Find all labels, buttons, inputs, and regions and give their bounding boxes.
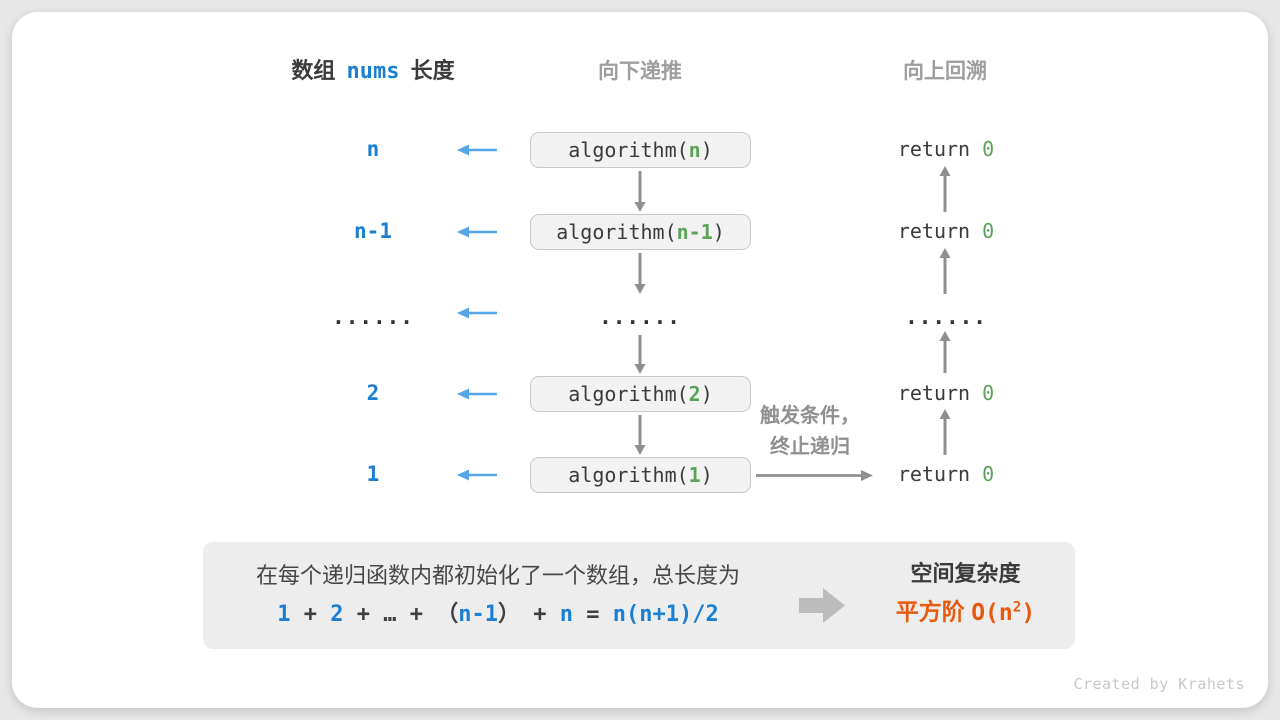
length-label-n-1: n-1 — [354, 219, 392, 243]
complexity-big-o: O(n2) — [971, 600, 1035, 626]
return-keyword: return — [897, 381, 983, 405]
down-arrow-icon — [634, 335, 646, 374]
header-recurse-down: 向下递推 — [598, 60, 682, 83]
return-statement: return 0 — [861, 464, 1031, 484]
return-value: 0 — [982, 219, 995, 243]
return-keyword: return — [897, 219, 983, 243]
complexity-title: 空间复杂度 — [910, 561, 1021, 586]
left-arrow-icon — [457, 144, 497, 156]
up-arrow-icon — [939, 248, 951, 294]
call-box-n-1: algorithm(n-1) — [530, 214, 751, 250]
base-case-arrow-icon — [756, 470, 873, 481]
return-value: 0 — [982, 381, 995, 405]
left-arrow-icon — [457, 469, 497, 481]
array-label-suffix: 长度 — [410, 58, 455, 83]
down-arrow-icon — [634, 253, 646, 294]
big-o-suffix: ) — [1021, 599, 1036, 626]
return-keyword: return — [897, 137, 983, 161]
left-arrow-icon — [457, 307, 497, 319]
array-var-name: nums — [346, 59, 400, 84]
call-box-1: algorithm(1) — [530, 457, 751, 493]
call-box-n: algorithm(n) — [530, 132, 751, 168]
call-ellipsis: ...... — [599, 305, 681, 329]
return-value: 0 — [982, 137, 995, 161]
return-keyword: return — [897, 462, 983, 486]
up-arrow-icon — [939, 166, 951, 212]
down-arrow-icon — [634, 415, 646, 455]
header-backtrack-up: 向上回溯 — [903, 60, 987, 83]
length-label-2: 2 — [366, 381, 380, 405]
call-text: ) — [700, 138, 713, 162]
length-ellipsis: ...... — [332, 305, 414, 329]
call-text: algorithm( — [556, 220, 677, 244]
header-array-length: 数组 nums 长度 — [243, 60, 503, 83]
termination-note-line1: 触发条件， — [760, 405, 860, 427]
call-text: ) — [700, 463, 713, 487]
termination-note-line2: 终止递归 — [770, 436, 850, 458]
up-arrow-icon — [939, 409, 951, 455]
return-statement: return 0 — [861, 139, 1031, 159]
return-statement: return 0 — [861, 221, 1031, 241]
length-label-n: n — [366, 137, 380, 161]
summary-text: 在每个递归函数内都初始化了一个数组，总长度为 — [255, 563, 740, 588]
left-arrow-icon — [457, 388, 497, 400]
call-text: algorithm( — [568, 382, 689, 406]
big-o-prefix: O(n — [971, 599, 1013, 626]
array-label-prefix: 数组 — [291, 58, 336, 83]
return-value: 0 — [982, 462, 995, 486]
summary-formula: 1 + 2 + … + （n-1） + n = n(n+1)/2 — [277, 602, 719, 627]
call-arg: 1 — [688, 463, 701, 487]
call-text: ) — [712, 220, 725, 244]
up-arrow-icon — [939, 331, 951, 373]
complexity-order-zh: 平方阶 — [895, 598, 972, 625]
return-ellipsis: ...... — [905, 305, 987, 329]
call-arg: n — [688, 138, 701, 162]
down-arrow-icon — [634, 171, 646, 212]
call-text: algorithm( — [568, 138, 689, 162]
call-arg: n-1 — [676, 220, 713, 244]
block-arrow-icon — [799, 588, 845, 623]
length-label-1: 1 — [366, 462, 380, 486]
summary-panel — [203, 542, 1075, 649]
complexity-value: 平方阶 O(n2) — [868, 600, 1063, 625]
call-box-2: algorithm(2) — [530, 376, 751, 412]
big-o-exponent: 2 — [1012, 599, 1022, 615]
call-text: ) — [700, 382, 713, 406]
return-statement: return 0 — [861, 383, 1031, 403]
credit-text: Created by Krahets — [1073, 675, 1245, 693]
left-arrow-icon — [457, 226, 497, 238]
call-text: algorithm( — [568, 463, 689, 487]
call-arg: 2 — [688, 382, 701, 406]
